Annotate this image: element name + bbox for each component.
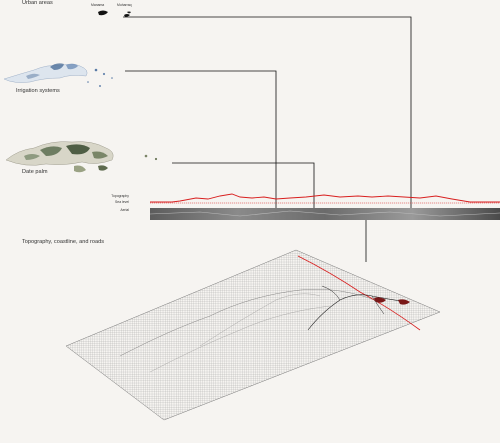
city-label-muharraq: Muharraq — [117, 3, 132, 7]
coastline-line — [297, 255, 421, 331]
topography-coastline-roads-label: Topography, coastline, and roads — [22, 239, 104, 245]
topography-3d-mesh — [65, 249, 441, 421]
urban-areas-label: Urban areas — [22, 0, 53, 6]
urban-areas-map — [98, 10, 131, 17]
road-network — [307, 294, 409, 331]
sea-level-strip-label: Sea level — [115, 200, 129, 204]
topography-profile-line — [150, 193, 500, 203]
leader-line-irrigation — [125, 70, 277, 214]
leader-lines — [123, 16, 412, 262]
irrigation-systems-map — [3, 63, 113, 87]
aerial-strip-label: Aerial — [120, 208, 129, 212]
leader-line-date-palm — [172, 162, 315, 214]
leader-line-urban — [123, 16, 412, 212]
irrigation-systems-label: Irrigation systems — [16, 88, 60, 94]
city-label-manama: Manama — [91, 3, 105, 7]
topography-strip-label: Topography — [111, 194, 129, 198]
date-palm-map — [5, 141, 158, 173]
date-palm-label: Date palm — [22, 169, 48, 175]
